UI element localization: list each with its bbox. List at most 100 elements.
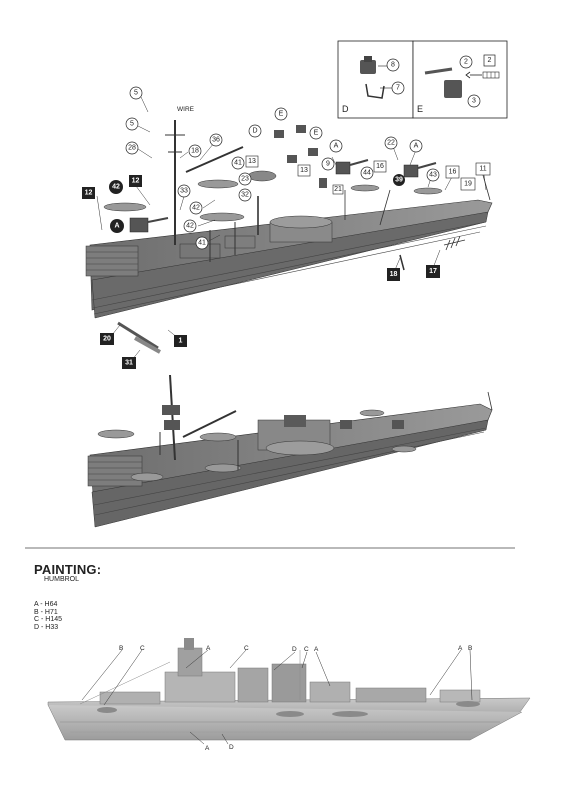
svg-text:5: 5 <box>134 90 138 97</box>
callout-box-20: 20 <box>100 333 114 345</box>
callout-41b: 41 <box>195 236 209 250</box>
paint-legend: A - H64 B - H71 C - H145 D - H33 <box>34 601 62 631</box>
paint-brand: HUMBROL <box>44 576 80 583</box>
part-callout-8: 8 <box>386 58 400 72</box>
gun-mount-part <box>444 80 462 98</box>
svg-text:D: D <box>252 128 257 135</box>
callout-44: 44 <box>360 166 374 180</box>
callout-box-31: 31 <box>122 357 136 369</box>
filled-circle-callouts: 42 A 39 <box>109 174 405 233</box>
svg-text:8: 8 <box>391 62 395 69</box>
callout-box-16a: 16 <box>373 160 387 173</box>
svg-text:39: 39 <box>395 177 403 184</box>
callout-42b: 42 <box>183 219 197 233</box>
svg-text:12: 12 <box>85 190 93 197</box>
callout-box-18: 18 <box>387 268 400 281</box>
part-callout-3: 3 <box>467 94 481 108</box>
part-callout-2-box: 2 <box>483 54 496 67</box>
lifeboat <box>197 179 239 189</box>
profile-funnel-aft <box>237 667 269 703</box>
part-31 <box>134 336 161 354</box>
part-callout-7: 7 <box>391 81 405 95</box>
lifeboat <box>199 212 245 222</box>
bracket-part <box>365 83 385 99</box>
svg-text:31: 31 <box>125 360 133 367</box>
svg-text:2: 2 <box>464 59 468 66</box>
svg-text:1: 1 <box>179 338 183 345</box>
svg-text:21: 21 <box>334 186 342 193</box>
box-callouts: 12 12 13 13 16 16 11 19 18 17 20 31 1 21 <box>82 155 491 369</box>
svg-text:A: A <box>206 645 211 652</box>
legend-item: D - H33 <box>34 623 59 631</box>
inset-box-d: D 8 7 <box>337 40 414 119</box>
turret-aft <box>129 217 149 233</box>
svg-text:E: E <box>279 111 284 118</box>
part-rail-20 <box>117 321 159 350</box>
svg-text:42: 42 <box>112 184 120 191</box>
svg-text:32: 32 <box>241 192 249 199</box>
svg-text:B: B <box>119 645 123 652</box>
svg-text:C: C <box>140 645 145 652</box>
svg-text:33: 33 <box>180 188 188 195</box>
legend-item: A - H64 <box>34 601 58 608</box>
turret-fwd <box>403 164 419 178</box>
profile-bridge <box>164 671 236 703</box>
callout-42-filled: 42 <box>109 180 123 194</box>
svg-text:43: 43 <box>429 172 437 179</box>
svg-text:42: 42 <box>186 223 194 230</box>
svg-text:17: 17 <box>429 268 437 275</box>
stern-deck-cargo <box>85 245 139 277</box>
callout-36: 36 <box>209 133 223 147</box>
callout-box-13b: 13 <box>297 164 311 177</box>
profile-funnel-fwd <box>271 663 307 703</box>
callout-41a: 41 <box>231 156 245 170</box>
svg-text:A: A <box>458 645 463 652</box>
callout-e2: E <box>309 126 323 140</box>
svg-text:D: D <box>229 744 234 751</box>
lifeboat <box>350 184 380 192</box>
crane-boom <box>185 146 244 173</box>
svg-text:41: 41 <box>234 160 242 167</box>
inset-d-label: D <box>342 104 349 114</box>
callout-23: 23 <box>238 172 252 186</box>
svg-text:A: A <box>314 646 319 653</box>
svg-text:20: 20 <box>103 336 111 343</box>
svg-text:16: 16 <box>449 169 457 176</box>
svg-text:11: 11 <box>479 166 486 173</box>
svg-text:13: 13 <box>248 158 256 165</box>
assembled-ship <box>87 374 493 528</box>
callout-5b: 5 <box>125 117 139 131</box>
callout-box-1: 1 <box>174 335 187 347</box>
svg-text:E: E <box>314 130 319 137</box>
part-17 <box>443 235 466 251</box>
callout-box-17: 17 <box>426 265 440 278</box>
gun-barrel-part <box>424 67 453 75</box>
assembled-mast <box>169 374 176 461</box>
callout-box-12b: 12 <box>129 175 142 187</box>
svg-text:13: 13 <box>300 167 308 174</box>
legend-item: C - H145 <box>34 616 63 623</box>
svg-text:A: A <box>205 745 210 752</box>
callout-box-11: 11 <box>475 162 491 176</box>
callout-box-12a: 12 <box>82 187 95 199</box>
callout-leaders <box>96 96 487 361</box>
callout-box-21: 21 <box>332 184 344 195</box>
callout-a-filled: A <box>110 219 124 233</box>
wire-label: WIRE <box>177 106 195 113</box>
callout-22: 22 <box>384 136 398 150</box>
svg-text:36: 36 <box>212 137 220 144</box>
svg-text:A: A <box>114 223 119 230</box>
callout-18: 18 <box>188 144 202 158</box>
svg-text:28: 28 <box>128 145 136 152</box>
callout-39-filled: 39 <box>393 174 405 186</box>
assembled-stern-cargo <box>87 455 143 487</box>
painting-profile-ship <box>47 638 531 741</box>
painting-callout-labels: B C A C D C A A B A D <box>119 645 472 752</box>
callout-d: D <box>248 124 262 138</box>
callout-e1: E <box>274 107 288 121</box>
svg-text:C: C <box>244 645 249 652</box>
svg-text:B: B <box>468 645 472 652</box>
part-18 <box>399 254 405 271</box>
svg-text:23: 23 <box>241 176 249 183</box>
